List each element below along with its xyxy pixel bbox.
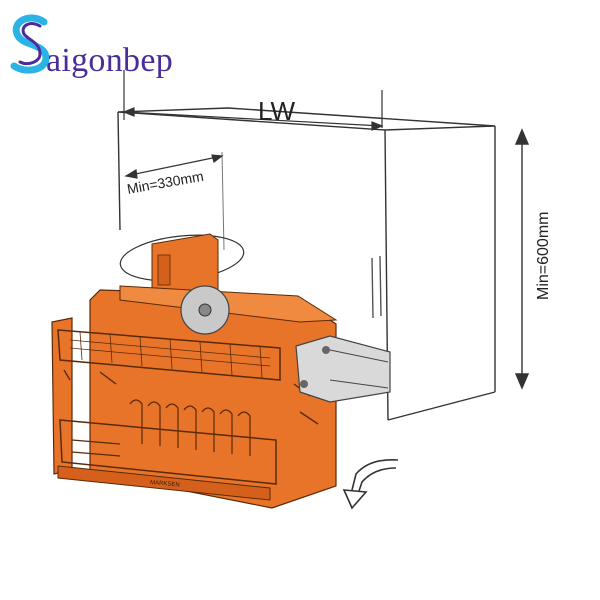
door-handle-left: [371, 257, 374, 319]
brand-logo: aigonbep: [6, 8, 206, 79]
pull-down-rack: MARKSEN: [51, 285, 391, 509]
upper-shelf: [57, 329, 281, 381]
logo-s-icon: [10, 14, 50, 74]
door-handle-right: [379, 255, 382, 317]
depth-dimension: [124, 154, 224, 179]
plate-slots: [71, 399, 251, 457]
cabinet-inner-line: [221, 151, 225, 251]
depth-label: Min=330mm: [126, 168, 205, 197]
lift-arm: [295, 335, 391, 403]
cabinet-top: [117, 107, 496, 131]
brand-plate: MARKSEN: [150, 480, 180, 489]
width-label: LW: [258, 96, 296, 126]
lower-shelf: [59, 419, 277, 485]
cabinet: [117, 107, 496, 421]
width-dimension: [122, 70, 384, 131]
bottom-rail: [57, 465, 271, 501]
height-dimension: [514, 128, 530, 390]
pull-down-arrow-icon: [342, 458, 399, 510]
brand-name: aigonbep: [46, 42, 174, 79]
cabinet-bottom-edge: [387, 391, 496, 421]
width-arrow-line: [123, 111, 383, 127]
height-label: Min=600mm: [535, 212, 552, 300]
upper-shelf-wires: [69, 331, 271, 379]
cabinet-left-edge: [117, 111, 121, 231]
